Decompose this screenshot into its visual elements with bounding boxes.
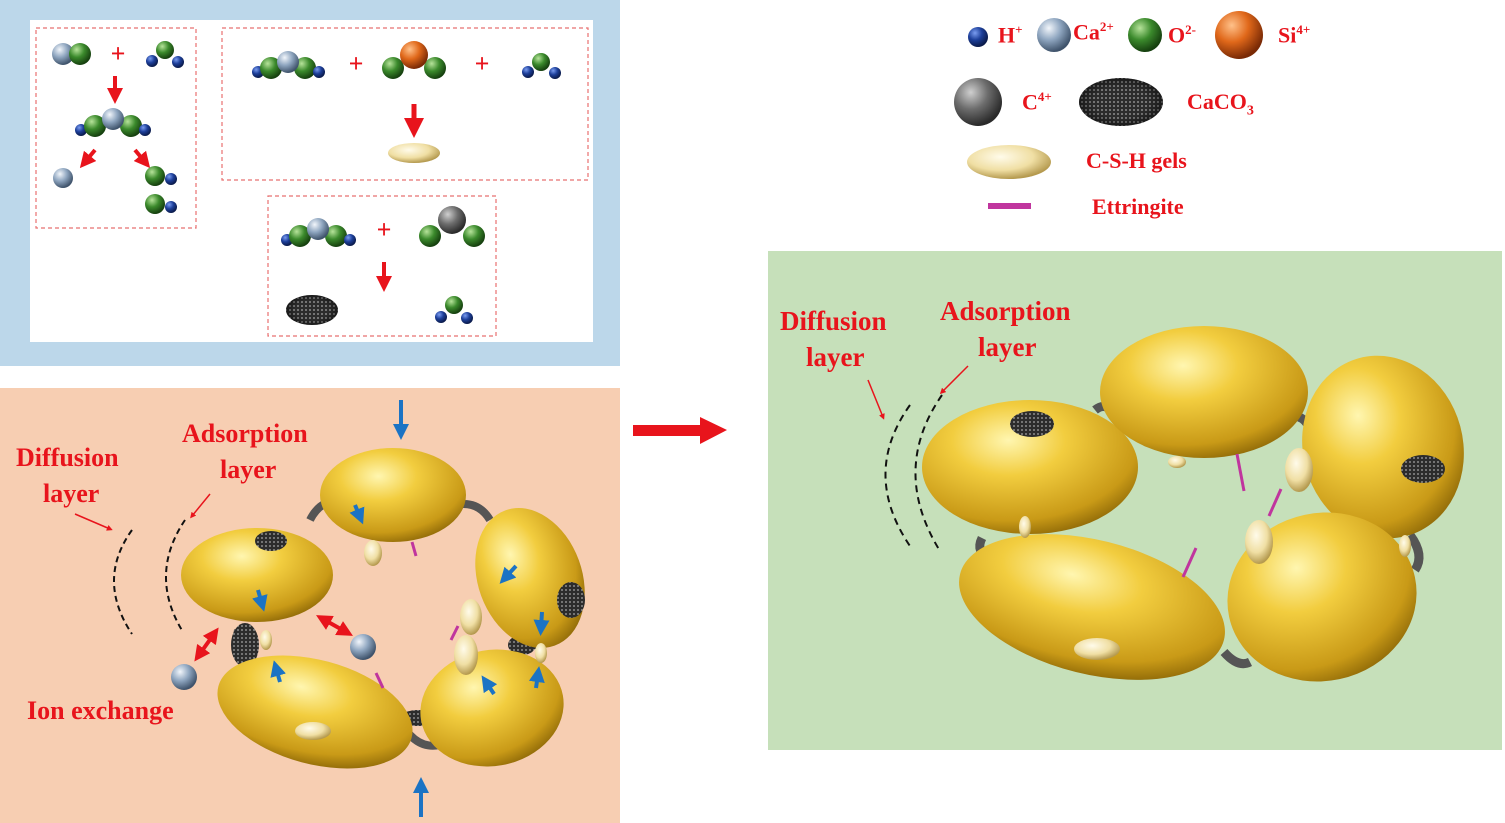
reaction-1-arrow-right (133, 148, 151, 169)
left-adsorption-pointer (190, 493, 211, 519)
right-csh-2 (1245, 520, 1273, 564)
legend-si-symbol (1215, 11, 1263, 59)
reaction-1-reactant-water (146, 41, 184, 68)
legend-c-symbol (954, 78, 1002, 126)
left-particle-right (475, 508, 585, 648)
left-csh-6 (535, 643, 547, 663)
legend-o-symbol (1128, 18, 1162, 52)
ion-exchange-arrow-1 (316, 615, 353, 636)
left-diffusion-pointer (74, 513, 113, 531)
reaction-3-reactant-co2 (419, 206, 485, 247)
right-csh-6 (1168, 456, 1186, 468)
right-csh-1 (1285, 448, 1313, 492)
reaction-1-intermediate (75, 108, 151, 137)
left-csh-3 (454, 635, 478, 675)
legend-si-label: Si4+ (1278, 22, 1311, 48)
left-panel (0, 388, 620, 823)
legend-h-label: H+ (998, 22, 1023, 48)
right-diffusion-label-line1: Diffusion (780, 306, 887, 336)
left-free-ca-1 (350, 634, 376, 660)
right-adsorption-pointer (939, 365, 969, 395)
left-diffusion-label-line1: Diffusion (16, 443, 119, 472)
right-csh-3 (1074, 638, 1120, 660)
right-particle-top (1100, 326, 1308, 458)
ion-exchange-label: Ion exchange (27, 696, 174, 725)
left-blue-arrows (252, 400, 550, 817)
reaction-2-plus-1: + (349, 49, 364, 78)
left-csh-2 (460, 599, 482, 635)
left-particle-left (181, 528, 333, 622)
left-csh-4 (260, 630, 272, 650)
reaction-2-reactant-sio2 (382, 41, 446, 79)
legend-c-label: C4+ (1022, 89, 1052, 115)
legend-ca-symbol (1037, 18, 1071, 52)
reaction-3-reactant-caoh2 (281, 218, 356, 247)
reaction-3-plus: + (377, 215, 392, 244)
right-csh-4 (1019, 516, 1031, 538)
right-adsorption-arc (914, 394, 943, 552)
left-caco3-contact-1 (231, 623, 259, 667)
legend-ca-label: Ca2+ (1073, 19, 1114, 45)
right-particle-bottom-right (1227, 512, 1417, 682)
transition-arrow (633, 417, 727, 444)
left-particle-top (320, 448, 466, 542)
left-csh-5 (295, 722, 331, 740)
right-adsorption-label-line2: layer (978, 332, 1037, 362)
right-particle-bottom (959, 534, 1225, 680)
legend-csh-label: C-S-H gels (1086, 148, 1187, 173)
reaction-1-reactant-cao (52, 43, 91, 65)
left-adsorption-arc (165, 519, 186, 633)
left-caco3-1 (255, 531, 287, 551)
left-ettringite (374, 541, 460, 689)
reaction-1-arrow-left (79, 148, 97, 169)
reaction-1-plus: + (111, 39, 126, 68)
reaction-1-product-oh-2 (145, 194, 177, 214)
reaction-1-product-oh-1 (145, 166, 177, 186)
reaction-3-product-water (435, 296, 473, 324)
left-adsorption-label-line2: layer (220, 455, 277, 484)
reaction-2-reactant-caoh2 (252, 51, 325, 79)
right-diffusion-pointer (867, 379, 885, 420)
reaction-2-reactant-water (522, 53, 561, 79)
right-diffusion-arc (884, 404, 913, 550)
legend-h-symbol (968, 27, 988, 47)
reaction-2-plus-2: + (475, 49, 490, 78)
left-particle-bottom-right (420, 649, 564, 767)
reaction-panel: + + + + (0, 0, 620, 366)
legend-o-label: O2- (1168, 22, 1196, 48)
legend-ettringite-label: Ettringite (1092, 194, 1184, 219)
right-panel (768, 251, 1502, 750)
ion-exchange-arrow-2 (194, 627, 219, 662)
left-adsorption-label-line1: Adsorption (182, 419, 308, 448)
left-diffusion-label-line2: layer (43, 479, 100, 508)
legend (954, 11, 1263, 209)
reaction-1-product-ca (53, 168, 73, 188)
left-caco3-2 (557, 582, 585, 618)
right-particle-left (922, 400, 1138, 534)
left-free-ca-2 (171, 664, 197, 690)
left-particle-bottom (217, 655, 413, 769)
reaction-2-product-csh (388, 143, 440, 163)
right-csh-5 (1399, 535, 1411, 557)
right-adsorption-label-line1: Adsorption (940, 296, 1071, 326)
reaction-box-1 (35, 27, 197, 229)
right-caco3-1 (1010, 411, 1054, 437)
right-ettringite (1181, 453, 1283, 578)
legend-csh-symbol (967, 145, 1051, 179)
right-caco3-2 (1401, 455, 1445, 483)
reaction-box-3 (267, 195, 497, 337)
right-diffusion-label-line2: layer (806, 342, 865, 372)
reaction-box-2 (221, 27, 589, 181)
left-diffusion-arc (113, 529, 133, 635)
legend-caco3-label: CaCO3 (1187, 89, 1254, 119)
left-csh-1 (364, 540, 382, 566)
right-particle-right (1302, 355, 1464, 539)
